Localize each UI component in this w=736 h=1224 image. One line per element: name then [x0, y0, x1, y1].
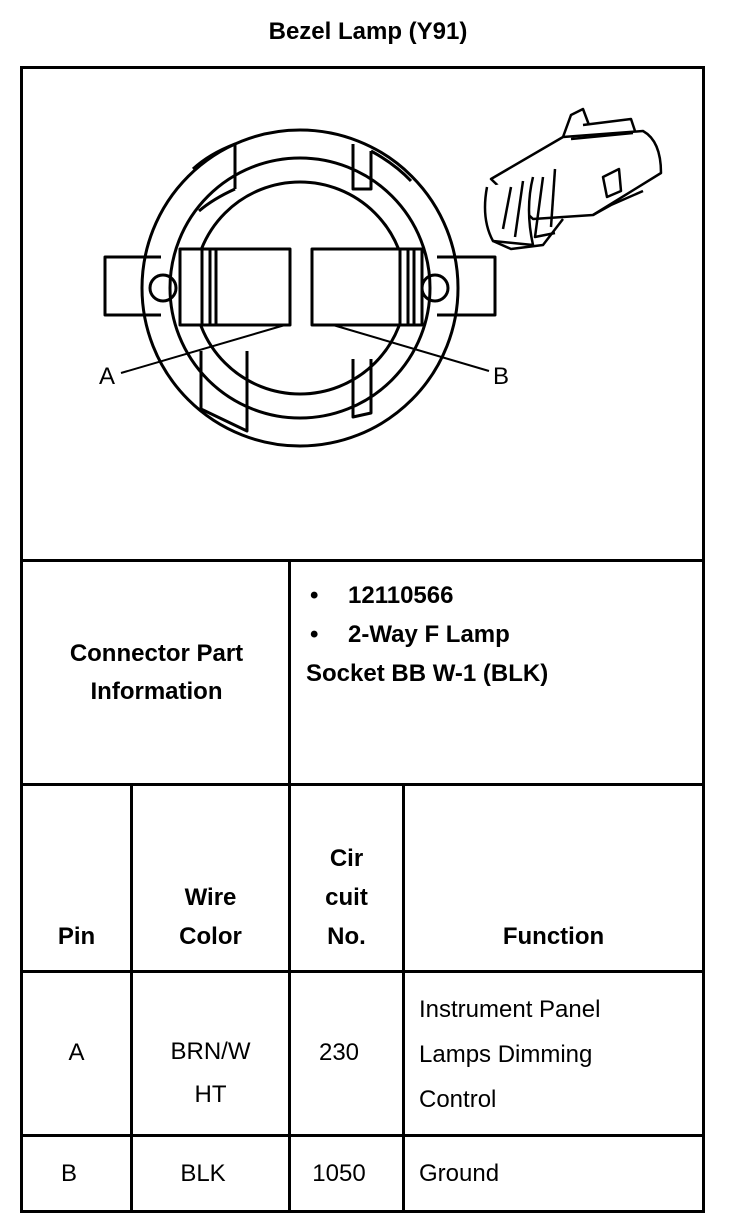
- divider-diagram-info: [20, 559, 705, 562]
- row-a-circuit: 230: [318, 1039, 360, 1066]
- row-a-pin: A: [68, 1039, 85, 1066]
- right-hole: [420, 273, 450, 303]
- leader-a: [120, 324, 286, 374]
- outer-socket-ring: [140, 128, 460, 448]
- right-mounting-ear: [437, 255, 497, 317]
- header-pin: Pin: [57, 923, 96, 950]
- left-mounting-ear: [103, 255, 161, 317]
- divider-header-row-a: [20, 970, 705, 973]
- bullet-icon: •: [310, 621, 319, 648]
- divider-row-a-row-b: [20, 1134, 705, 1137]
- row-a-wire-color: BRN/W HT: [170, 1038, 251, 1108]
- middle-ring: [168, 156, 432, 420]
- page-title: Bezel Lamp (Y91): [268, 18, 468, 45]
- connector-part-info-label: Connector Part Information: [23, 562, 290, 783]
- divider-col-circuit: [402, 783, 405, 1213]
- header-wire-color: Wire Color: [179, 884, 242, 950]
- row-b-function: Ground: [419, 1160, 500, 1187]
- row-b-wire-color: BLK: [180, 1160, 226, 1187]
- left-hole: [148, 273, 178, 303]
- connector-table-frame: [20, 66, 705, 1213]
- header-function: Function: [502, 923, 605, 950]
- divider-col-info: [288, 559, 291, 1213]
- terminal-b: [310, 247, 424, 327]
- connector-face-diagram: A B: [99, 107, 663, 448]
- header-circuit-no: Cir cuit No.: [325, 845, 368, 950]
- info-label-line-2: Information: [90, 677, 223, 705]
- leader-b: [332, 324, 490, 372]
- terminal-a: [178, 247, 292, 327]
- list-item-continuation: Socket BB W-1 (BLK): [306, 660, 549, 687]
- row-a-function: Instrument Panel Lamps Dimming Control: [419, 996, 601, 1113]
- info-label-line-1: Connector Part: [69, 639, 244, 667]
- connector-side-view: [483, 107, 663, 251]
- connector-part-info-list: •12110566 •2-Way F Lamp Socket BB W-1 (B…: [306, 576, 701, 693]
- pin-label-a: A: [99, 363, 115, 390]
- bullet-icon: •: [310, 582, 319, 609]
- divider-col-pin: [130, 783, 133, 1213]
- list-item: •12110566: [306, 576, 701, 615]
- list-item: •2-Way F Lamp: [306, 615, 701, 654]
- pin-label-b: B: [493, 363, 509, 390]
- row-b-pin: B: [60, 1160, 77, 1187]
- divider-info-header: [20, 783, 705, 786]
- row-b-circuit: 1050: [312, 1160, 366, 1187]
